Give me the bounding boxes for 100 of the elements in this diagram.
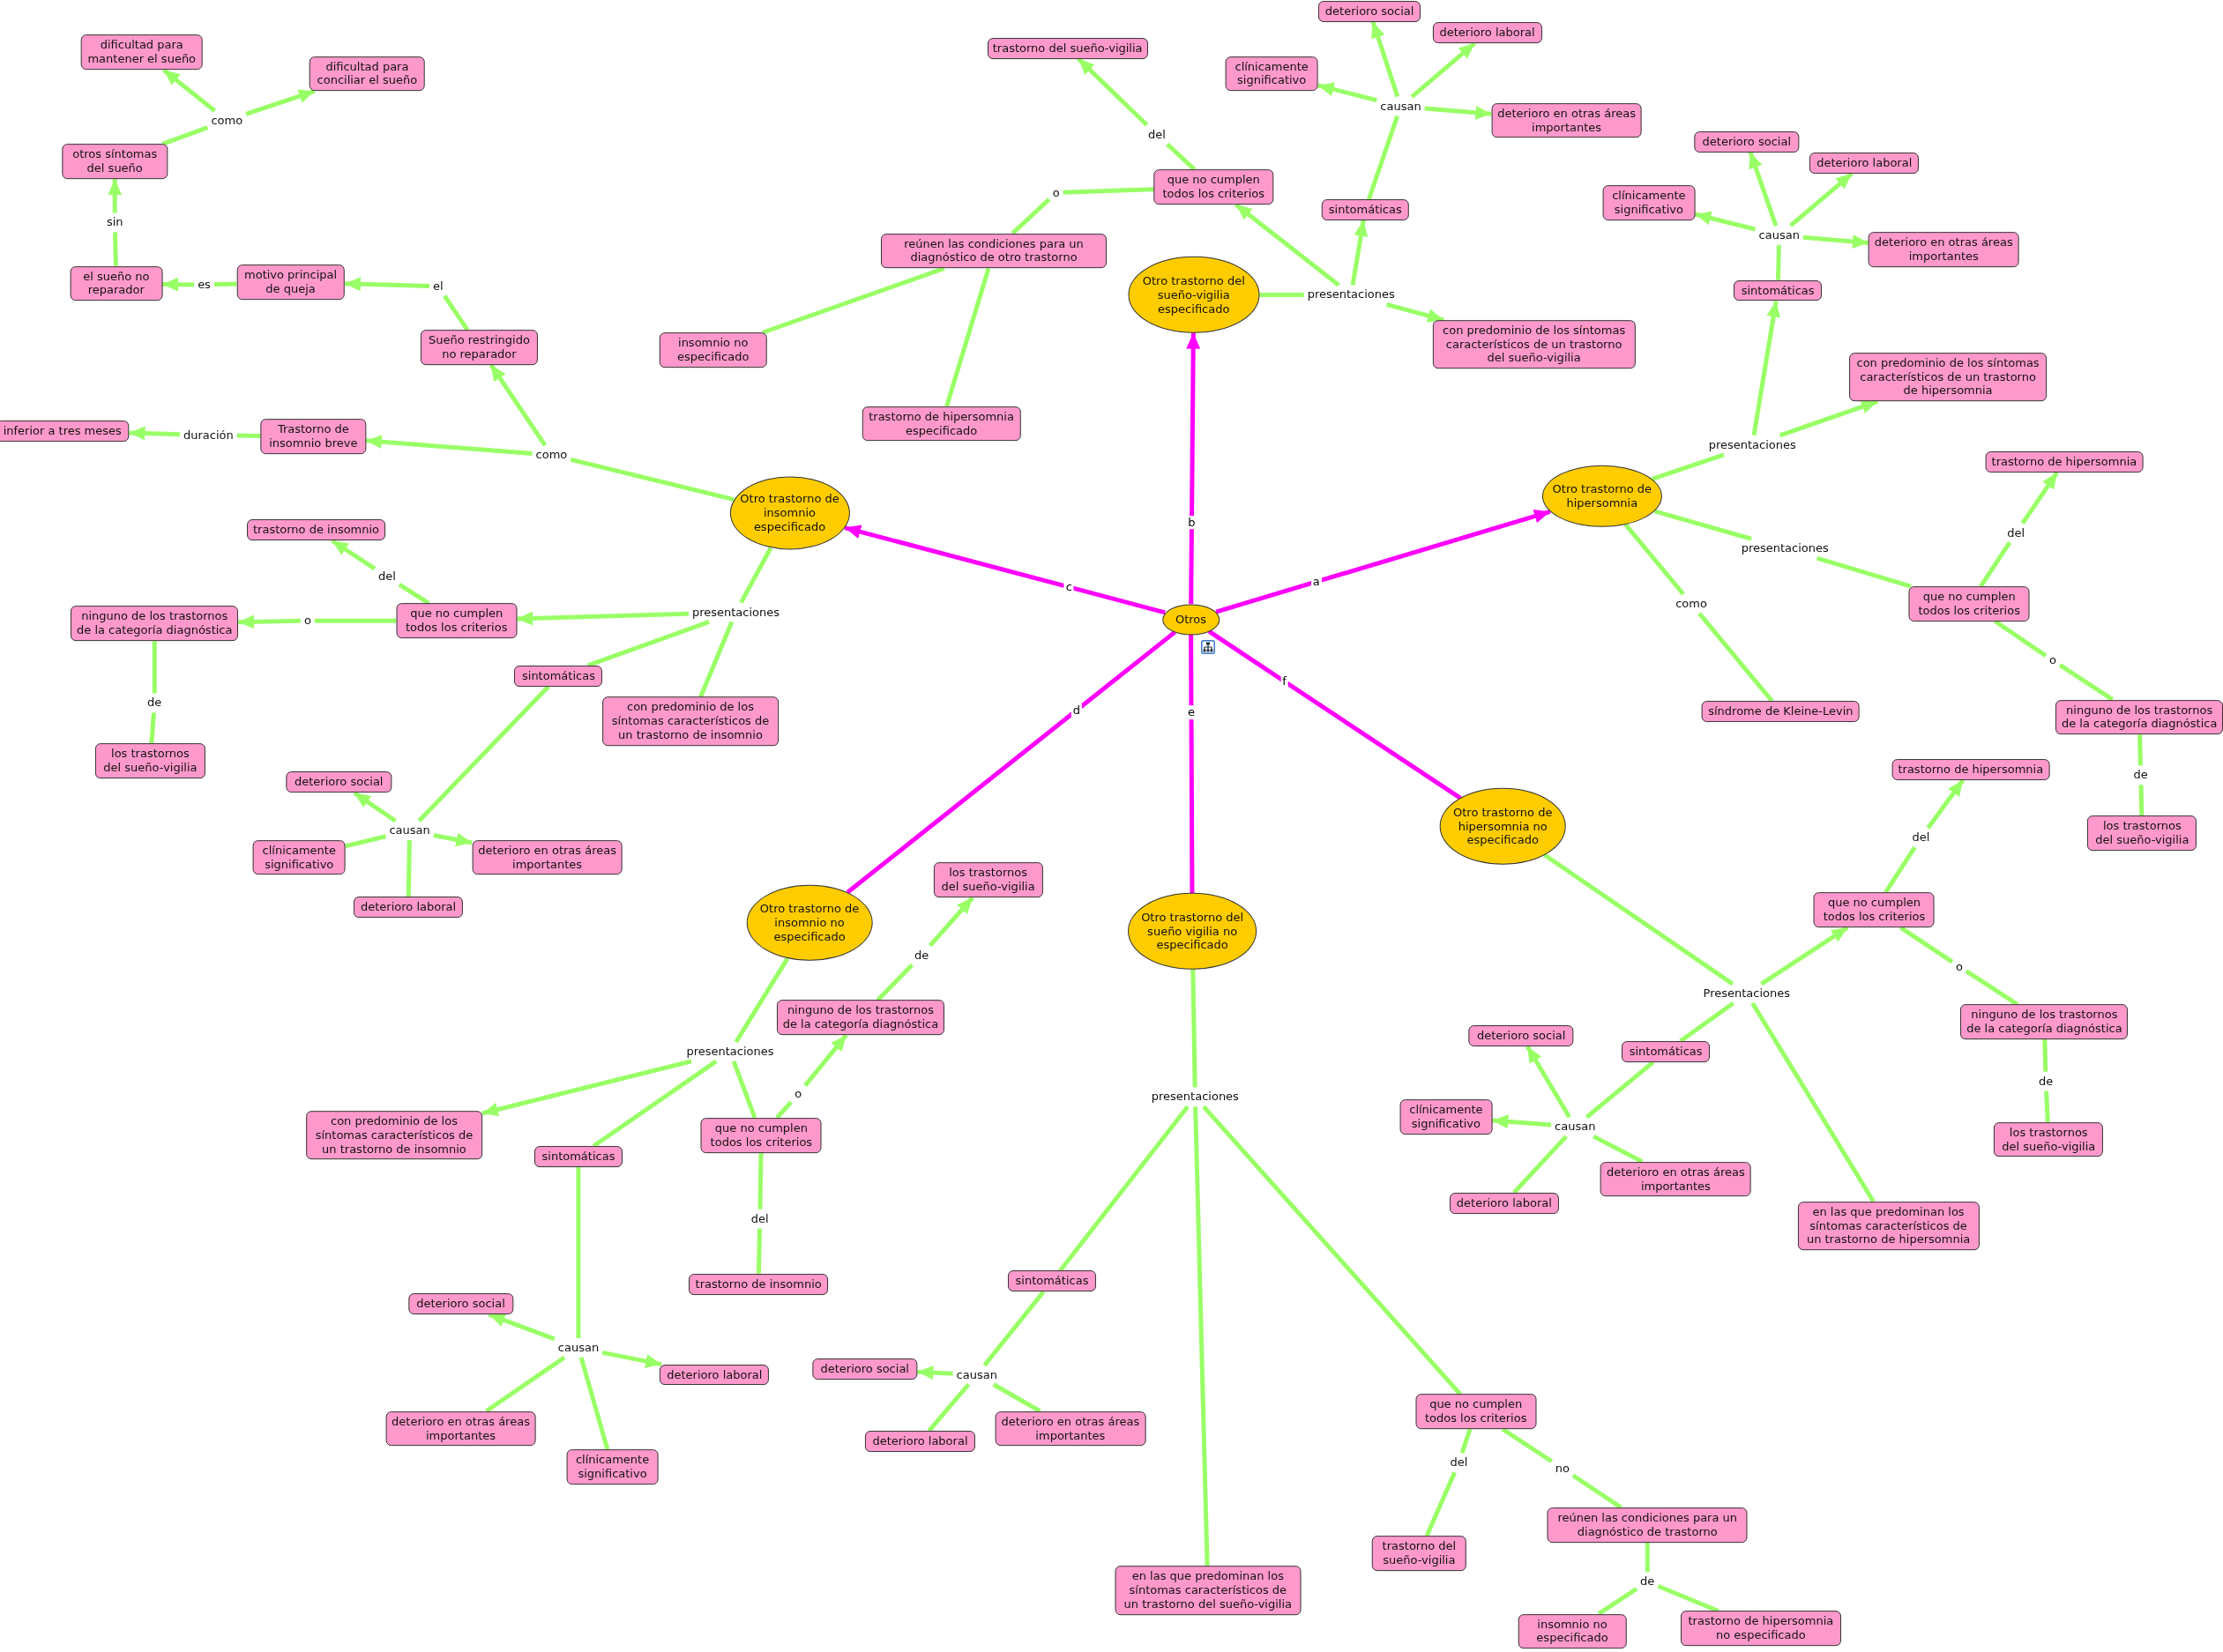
concept-box: deterioro laboral <box>865 1431 975 1453</box>
concept-box: motivo principal de queja <box>236 264 345 300</box>
arrow <box>1215 509 1551 614</box>
concept-ellipse: Otro trastorno de hipersomnia <box>1541 465 1662 527</box>
concept-box: deterioro en otras áreas importantes <box>1868 232 2019 267</box>
arrow <box>129 426 181 441</box>
concept-box: deterioro laboral <box>1432 22 1542 43</box>
connector-line <box>314 618 397 623</box>
edge-label: d <box>1070 703 1083 718</box>
concept-box: en las que predominan los síntomas característicos de un trastorno de hipersomnia <box>1797 1201 1980 1251</box>
connector-line <box>1259 292 1304 297</box>
arrow <box>1802 234 1869 249</box>
connector-line <box>734 956 790 1044</box>
concept-box: trastorno del sueño-vigilia <box>1372 1536 1466 1571</box>
concept-box: deterioro laboral <box>1449 1193 1559 1214</box>
edge-label: e <box>1186 705 1197 719</box>
concept-box: con predominio de los síntomas característicos de un trastorno del sueño-vigilia <box>1432 319 1636 369</box>
connector-line <box>698 621 735 698</box>
arrow <box>481 1059 692 1117</box>
concept-box: los trastornos del sueño-vigilia <box>1994 1121 2104 1157</box>
concept-box: insomnio no especificado <box>659 332 767 368</box>
concept-box: deterioro en otras áreas importantes <box>1600 1161 1751 1197</box>
concept-box: deterioro social <box>1694 130 1800 153</box>
arrow <box>1779 399 1878 438</box>
connector-line <box>1190 969 1197 1088</box>
concept-box: deterioro social <box>286 771 392 793</box>
linking-phrase: presentaciones <box>1150 1090 1240 1105</box>
connector-line <box>576 1166 581 1339</box>
concept-box: ninguno de los trastornos de la categoría diagnóstica <box>2055 699 2223 735</box>
connector-line <box>2042 1039 2048 1072</box>
connector-line <box>944 267 991 407</box>
concept-box: que no cumplen todos los criterios <box>700 1117 822 1153</box>
concept-box: con predominio de los síntomas característicos de un trastorno de insomnio <box>306 1111 482 1160</box>
connector-line <box>1697 612 1774 703</box>
connector-line <box>992 1382 1041 1413</box>
connector-line <box>846 630 1176 895</box>
connector-line <box>443 294 470 331</box>
concept-box: deterioro en otras áreas importantes <box>385 1410 536 1447</box>
concept-box: deterioro laboral <box>1809 152 1920 174</box>
concept-box: ninguno de los trastornos de la categoría diagnóstica <box>1960 1004 2129 1040</box>
concept-box: sintomáticas <box>533 1146 623 1167</box>
arrow <box>2020 471 2059 525</box>
arrow <box>365 435 533 456</box>
arrow <box>245 89 316 116</box>
arrow <box>917 1366 953 1380</box>
edge-label: b <box>1186 516 1197 530</box>
concept-box: deterioro social <box>1468 1025 1574 1047</box>
concept-box: que no cumplen todos los criterios <box>1415 1394 1537 1430</box>
connector-line <box>1775 244 1781 280</box>
root-ellipse: Otros <box>1161 604 1220 636</box>
arrow <box>1526 1045 1571 1119</box>
arrow <box>1370 21 1400 98</box>
concept-box: inferior a tres meses <box>0 420 130 442</box>
connector-line <box>731 1060 757 1119</box>
concept-box: trastorno del sueño-vigilia <box>987 37 1148 59</box>
connector-line <box>406 840 412 897</box>
arrow <box>108 179 123 213</box>
connector-line <box>1623 523 1685 596</box>
concept-box: deterioro en otras áreas importantes <box>472 839 623 875</box>
concept-box: Sueño restringido no reparador <box>421 330 538 365</box>
concept-box: que no cumplen todos los criterios <box>1814 892 1935 928</box>
concept-box: clínicamente significativo <box>252 839 346 875</box>
arrow <box>1424 105 1492 120</box>
connector-line <box>1884 845 1917 894</box>
concept-box: síndrome de Kleine-Levin <box>1701 701 1860 722</box>
arrow <box>353 791 397 823</box>
concept-box: el sueño no reparador <box>70 265 163 301</box>
connector-line <box>927 1382 971 1432</box>
connector-line <box>2137 734 2143 766</box>
concept-box: sintomáticas <box>1734 279 1823 301</box>
concept-box: insomnio no especificado <box>1518 1613 1627 1649</box>
connector-line <box>152 641 157 694</box>
edge-label: a <box>1310 575 1322 589</box>
arrow <box>1694 211 1757 232</box>
connector-line <box>1653 509 1752 541</box>
arrow <box>1350 220 1369 286</box>
linking-phrase: presentaciones <box>1740 541 1830 556</box>
connector-line <box>1367 115 1400 200</box>
concept-box: deterioro laboral <box>353 897 464 918</box>
arrow <box>1926 778 1966 830</box>
connector-line <box>876 963 914 1002</box>
linking-phrase: presentaciones <box>685 1045 775 1059</box>
arrow <box>344 277 430 292</box>
concept-box: ninguno de los trastornos de la categoría diagnóstica <box>71 606 239 642</box>
concept-box: los trastornos del sueño-vigilia <box>2087 815 2197 852</box>
arrow <box>928 896 974 948</box>
concept-box: deterioro en otras áreas importantes <box>1491 102 1642 138</box>
linking-phrase: presentaciones <box>1707 437 1797 452</box>
connector-line <box>1501 1427 1554 1463</box>
connector-line <box>236 433 261 438</box>
concept-ellipse: Otro trastorno del sueño-vigilia especificado <box>1128 257 1260 333</box>
concept-box: trastorno de hipersomnia <box>1985 451 2144 473</box>
concept-ellipse: Otro trastorno del sueño vigilia no especificado <box>1128 893 1257 970</box>
connector-line <box>2058 663 2115 702</box>
connector-line <box>570 458 735 502</box>
concept-box: trastorno de insomnio <box>689 1273 829 1295</box>
concept-box: sintomáticas <box>1007 1270 1096 1292</box>
concept-box: que no cumplen todos los criterios <box>396 603 518 639</box>
connector-line <box>762 266 945 335</box>
connector-line <box>982 1290 1046 1367</box>
